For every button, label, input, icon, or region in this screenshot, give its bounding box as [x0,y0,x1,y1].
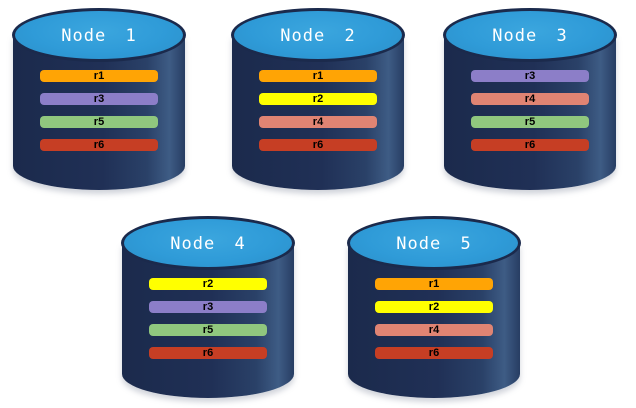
replica-label: r6 [524,138,536,151]
replica-label: r2 [428,300,440,313]
replica-bar: r4 [375,324,493,336]
cylinder-top: Node 5 [347,216,521,270]
replica-bar: r3 [40,93,158,105]
node-title: Node 4 [170,233,246,254]
cylinder-top: Node 3 [443,8,617,62]
replica-label: r4 [428,323,440,336]
replica-bar: r6 [149,347,267,359]
replica-label: r2 [202,277,214,290]
replica-label: r4 [312,115,324,128]
replica-bar: r2 [375,301,493,313]
replica-bar: r6 [259,139,377,151]
replica-bar: r5 [149,324,267,336]
replica-bar: r4 [259,116,377,128]
replica-label: r5 [202,323,214,336]
replica-list: r2 r3 r5 r6 [121,278,295,359]
replica-bar: r4 [471,93,589,105]
replica-bar: r2 [149,278,267,290]
replica-label: r6 [202,346,214,359]
cylinder-top: Node 2 [231,8,405,62]
cylinder-top: Node 1 [12,8,186,62]
replica-bar: r6 [471,139,589,151]
node-title: Node 5 [396,233,472,254]
replica-label: r1 [93,69,105,82]
replica-list: r1 r2 r4 r6 [231,70,405,151]
replica-bar: r1 [375,278,493,290]
node-title: Node 1 [61,25,137,46]
replica-label: r3 [202,300,214,313]
replica-label: r5 [93,115,105,128]
replica-bar: r1 [40,70,158,82]
replica-label: r4 [524,92,536,105]
replica-label: r5 [524,115,536,128]
replica-bar: r3 [471,70,589,82]
db-node: Node 5 r1 r2 r4 r6 [347,216,521,400]
replica-list: r1 r2 r4 r6 [347,278,521,359]
replica-bar: r5 [471,116,589,128]
replica-label: r3 [93,92,105,105]
node-title: Node 2 [280,25,356,46]
replica-list: r1 r3 r5 r6 [12,70,186,151]
replica-label: r1 [428,277,440,290]
replica-label: r2 [312,92,324,105]
replica-list: r3 r4 r5 r6 [443,70,617,151]
db-node: Node 3 r3 r4 r5 r6 [443,8,617,192]
replica-label: r6 [312,138,324,151]
replica-label: r1 [312,69,324,82]
replica-bar: r3 [149,301,267,313]
replica-label: r6 [428,346,440,359]
db-node: Node 2 r1 r2 r4 r6 [231,8,405,192]
node-title: Node 3 [492,25,568,46]
cylinder-top: Node 4 [121,216,295,270]
replica-bar: r2 [259,93,377,105]
replica-bar: r6 [375,347,493,359]
replica-bar: r5 [40,116,158,128]
replica-label: r6 [93,138,105,151]
db-node: Node 1 r1 r3 r5 r6 [12,8,186,192]
replica-bar: r6 [40,139,158,151]
db-node: Node 4 r2 r3 r5 r6 [121,216,295,400]
replica-bar: r1 [259,70,377,82]
replica-label: r3 [524,69,536,82]
